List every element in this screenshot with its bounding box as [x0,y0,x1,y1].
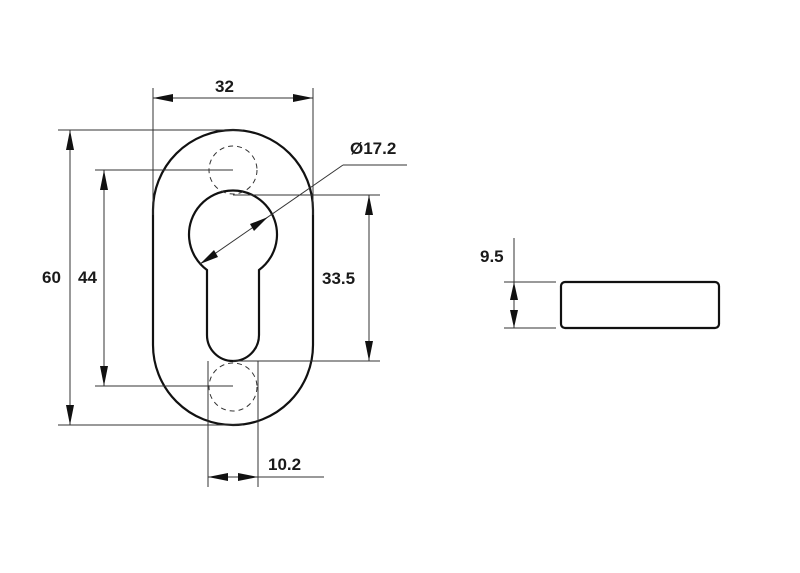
dim-height-label: 60 [42,268,61,287]
screw-hole-bottom [208,362,258,412]
dim-diameter-label: Ø17.2 [350,139,396,158]
front-view: 32 60 44 33.5 Ø17.2 10.2 [42,77,407,487]
side-profile-outline [559,280,721,330]
dim-width-label: 32 [215,77,234,96]
dim-keyhole-length-label: 33.5 [322,269,355,288]
dim-slot-width-label: 10.2 [268,455,301,474]
outer-oval-outline [151,128,315,427]
dim-hole-spacing-label: 44 [78,268,97,287]
side-view: 9.5 [480,238,721,330]
dim-thickness-label: 9.5 [480,247,504,266]
keyhole-outline [187,189,279,363]
